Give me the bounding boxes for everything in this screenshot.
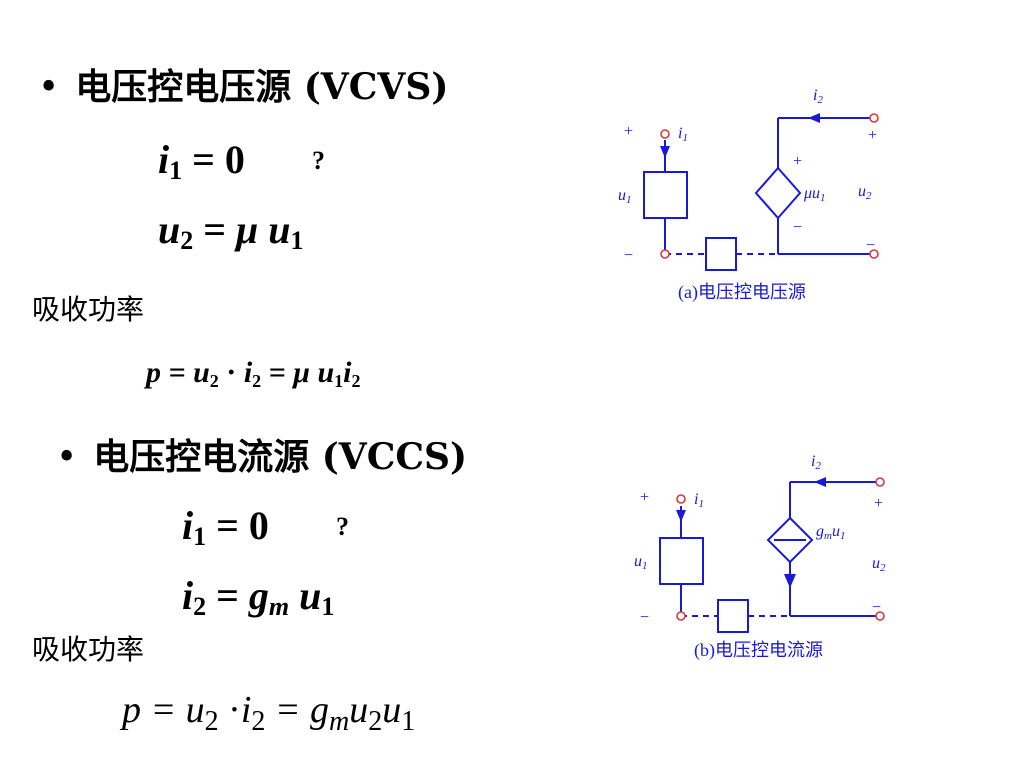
terminal-icon — [869, 249, 879, 259]
bullet-dot: • — [56, 437, 78, 478]
i2-arrow-icon — [814, 477, 826, 487]
i1-arrow-icon — [660, 146, 670, 158]
terminal-icon — [676, 494, 686, 504]
vcvs-eq2: u2 = μ u1 — [158, 207, 304, 255]
svg-text:+: + — [624, 123, 633, 140]
terminal-icon — [875, 477, 885, 487]
svg-text:+: + — [793, 153, 802, 170]
i2-arrow-icon — [808, 113, 820, 123]
terminal-icon — [660, 249, 670, 259]
vcvs-eq1: i1 = 0 — [158, 137, 245, 185]
vccs-title: • 电压控电流源 (VCCS) — [56, 428, 467, 480]
i1-arrow-icon — [676, 510, 686, 522]
vcvs-title: • 电压控电压源 (VCVS) — [38, 58, 448, 110]
svg-text:u2: u2 — [858, 183, 872, 202]
svg-text:+: + — [640, 489, 649, 506]
terminal-icon — [676, 611, 686, 621]
svg-text:−: − — [866, 237, 875, 254]
vccs-title-text: 电压控电流源 (VCCS) — [93, 436, 468, 478]
terminal-icon — [660, 129, 670, 139]
svg-text:−: − — [793, 219, 802, 236]
svg-text:gmu1: gmu1 — [816, 523, 845, 542]
svg-text:−: − — [872, 599, 881, 616]
svg-text:u1: u1 — [618, 187, 632, 206]
terminal-icon — [875, 611, 885, 621]
vcvs-power-label: 吸收功率 — [32, 293, 145, 326]
vcvs-question-mark: ? — [312, 146, 325, 175]
svg-text:i2: i2 — [813, 87, 823, 106]
vccs-eq2: i2 = gm u1 — [182, 573, 335, 621]
svg-text:i1: i1 — [694, 491, 704, 510]
vcvs-power-formula: p = u2 · i2 = μ u1i2 — [146, 356, 361, 391]
vccs-circuit-diagram: + − i1 u1 i2 + − u2 gmu1 (b)电压控电流源 — [634, 453, 886, 661]
svg-text:−: − — [640, 609, 649, 626]
terminal-icon — [869, 113, 879, 123]
vccs-power-formula: p = u2 ·i2 = gmu2u1 — [122, 689, 416, 737]
vccs-eq1: i1 = 0 — [182, 503, 269, 551]
svg-text:+: + — [874, 495, 883, 512]
svg-text:−: − — [624, 247, 633, 264]
vccs-question-mark: ? — [336, 512, 349, 541]
vcvs-diagram-caption: (a)电压控电压源 — [678, 282, 806, 303]
svg-text:i2: i2 — [811, 453, 821, 472]
source-direction-arrow-icon — [784, 574, 796, 588]
bullet-dot: • — [38, 67, 60, 108]
svg-text:i1: i1 — [678, 125, 688, 144]
vccs-power-label: 吸收功率 — [32, 633, 145, 666]
vcvs-title-text: 电压控电压源 (VCVS) — [75, 66, 449, 108]
vccs-diagram-caption: (b)电压控电流源 — [694, 640, 823, 661]
svg-text:u2: u2 — [872, 555, 886, 574]
svg-text:μu1: μu1 — [803, 185, 826, 204]
svg-text:+: + — [868, 127, 877, 144]
vcvs-circuit-diagram: + − i1 u1 i2 + − u2 + − μu1 (a)电压控电压源 — [618, 87, 879, 303]
svg-text:u1: u1 — [634, 553, 648, 572]
